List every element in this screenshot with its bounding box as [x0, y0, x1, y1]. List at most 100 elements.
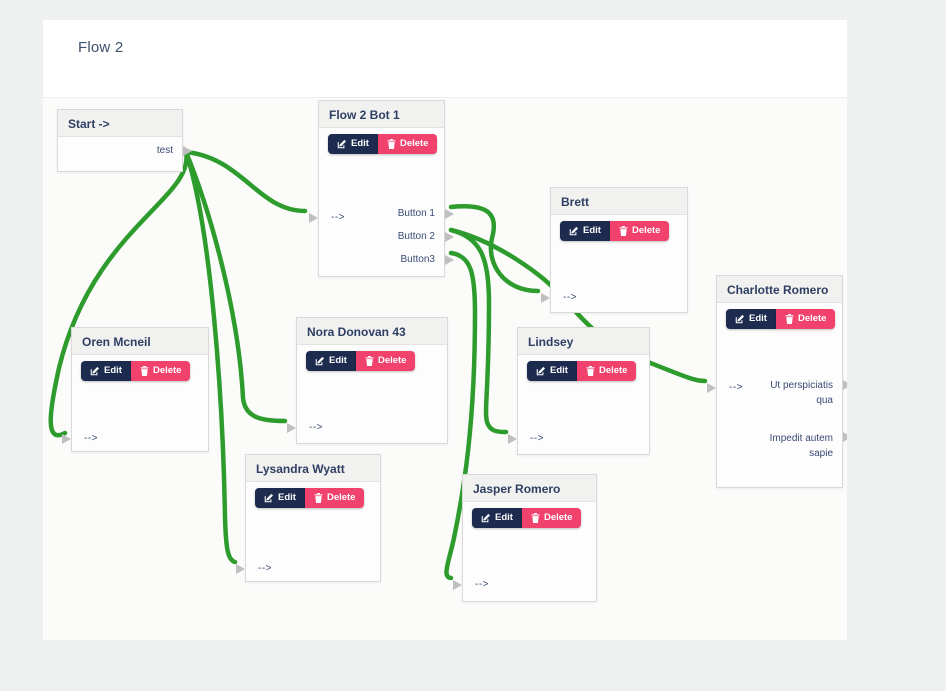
node-actions: Edit Delete [726, 309, 842, 329]
edit-button-label: Edit [329, 355, 347, 366]
input-port-arrow-icon[interactable] [287, 423, 296, 433]
node-actions: Edit Delete [472, 508, 596, 528]
node-actions: Edit Delete [255, 488, 380, 508]
node-title-lindsey[interactable]: Lindsey [518, 328, 649, 355]
edit-pencil-icon [90, 366, 99, 376]
trash-icon [387, 139, 396, 149]
edit-button[interactable]: Edit [255, 488, 305, 508]
edit-button-label: Edit [104, 365, 122, 376]
output-port-arrow-icon-out2[interactable] [843, 432, 847, 442]
wire-bot.button3-to-jasper.input[interactable] [444, 250, 478, 581]
wire-start.test-to-nora.input[interactable] [183, 149, 288, 424]
delete-button[interactable]: Delete [609, 221, 670, 241]
node-title-bot[interactable]: Flow 2 Bot 1 [319, 101, 444, 128]
delete-button[interactable]: Delete [377, 134, 438, 154]
edit-button[interactable]: Edit [328, 134, 378, 154]
node-card-start[interactable]: Start ->test [57, 109, 192, 172]
input-port-arrow-icon[interactable] [541, 293, 550, 303]
delete-button-label: Delete [399, 138, 429, 149]
delete-button[interactable]: Delete [304, 488, 365, 508]
delete-button[interactable]: Delete [355, 351, 416, 371]
edit-pencil-icon [264, 493, 273, 503]
wire-bot.button2-to-lindsey.input[interactable] [448, 227, 509, 435]
node-title-lysandra[interactable]: Lysandra Wyatt [246, 455, 380, 482]
edit-button[interactable]: Edit [472, 508, 522, 528]
input-row: --> [508, 431, 649, 447]
edit-pencil-icon [536, 366, 545, 376]
input-port-label: --> [729, 382, 743, 393]
delete-button-label: Delete [598, 365, 628, 376]
input-port-arrow-icon[interactable] [236, 564, 245, 574]
node-title-jasper[interactable]: Jasper Romero [463, 475, 596, 502]
input-row: --> [287, 420, 447, 436]
delete-button[interactable]: Delete [521, 508, 582, 528]
page-title: Flow 2 [78, 39, 124, 56]
input-port-label: --> [331, 212, 345, 223]
input-row: --> [236, 561, 380, 577]
edit-button-label: Edit [278, 492, 296, 503]
node-actions: Edit Delete [81, 361, 208, 381]
wire-start.test-to-bot.input[interactable] [183, 149, 308, 214]
input-port-label: --> [475, 579, 489, 590]
output-row-button2: Button 2 [319, 229, 454, 245]
node-body: Edit Delete --> [453, 508, 596, 607]
delete-button-label: Delete [631, 225, 661, 236]
input-port-arrow-icon[interactable] [309, 213, 318, 223]
node-title-oren[interactable]: Oren Mcneil [72, 328, 208, 355]
output-port-arrow-icon-button3[interactable] [445, 255, 454, 265]
node-title-brett[interactable]: Brett [551, 188, 687, 215]
node-title-start[interactable]: Start -> [58, 110, 182, 137]
input-port-label: --> [309, 422, 323, 433]
input-port-arrow-icon[interactable] [62, 434, 71, 444]
edit-button[interactable]: Edit [81, 361, 131, 381]
output-port-arrow-icon-out1[interactable] [843, 380, 847, 390]
edit-button[interactable]: Edit [306, 351, 356, 371]
trash-icon [365, 356, 374, 366]
wire-start.test-to-lysandra.input[interactable] [183, 149, 238, 565]
edit-button-label: Edit [351, 138, 369, 149]
edit-button[interactable]: Edit [560, 221, 610, 241]
delete-button[interactable]: Delete [130, 361, 191, 381]
input-row: --> [541, 290, 687, 306]
node-body: Edit Delete --> [508, 361, 649, 460]
output-port-label-button3: Button3 [400, 254, 435, 265]
edit-button[interactable]: Edit [527, 361, 577, 381]
node-body: test [58, 137, 192, 171]
wire-start.test-to-oren.input[interactable] [48, 149, 189, 438]
input-port-label: --> [258, 563, 272, 574]
node-body: Edit Delete --> [236, 488, 380, 587]
edit-button[interactable]: Edit [726, 309, 776, 329]
input-port-arrow-icon[interactable] [508, 434, 517, 444]
output-text-out2: Impedit autem sapie [769, 433, 833, 459]
input-row: --> [707, 380, 842, 396]
input-port-arrow-icon[interactable] [453, 580, 462, 590]
node-title-charlotte[interactable]: Charlotte Romero [717, 276, 842, 303]
edit-button-label: Edit [550, 365, 568, 376]
input-row: --> [309, 210, 444, 226]
delete-button[interactable]: Delete [576, 361, 637, 381]
wire-bot.button1-to-brett.input[interactable] [448, 204, 541, 294]
delete-button[interactable]: Delete [775, 309, 836, 329]
input-port-arrow-icon[interactable] [707, 383, 716, 393]
output-port-arrow-icon-test[interactable] [183, 146, 192, 156]
node-title-nora[interactable]: Nora Donovan 43 [297, 318, 447, 345]
trash-icon [619, 226, 628, 236]
edit-button-label: Edit [495, 512, 513, 523]
delete-button-label: Delete [797, 313, 827, 324]
output-port-arrow-icon-button2[interactable] [445, 232, 454, 242]
delete-button-label: Delete [377, 355, 407, 366]
trash-icon [314, 493, 323, 503]
output-port-arrow-icon-button1[interactable] [445, 209, 454, 219]
node-card-nora[interactable]: Nora Donovan 43 Edit Delete --> [287, 317, 448, 444]
edit-button-label: Edit [583, 225, 601, 236]
edit-button-label: Edit [749, 313, 767, 324]
